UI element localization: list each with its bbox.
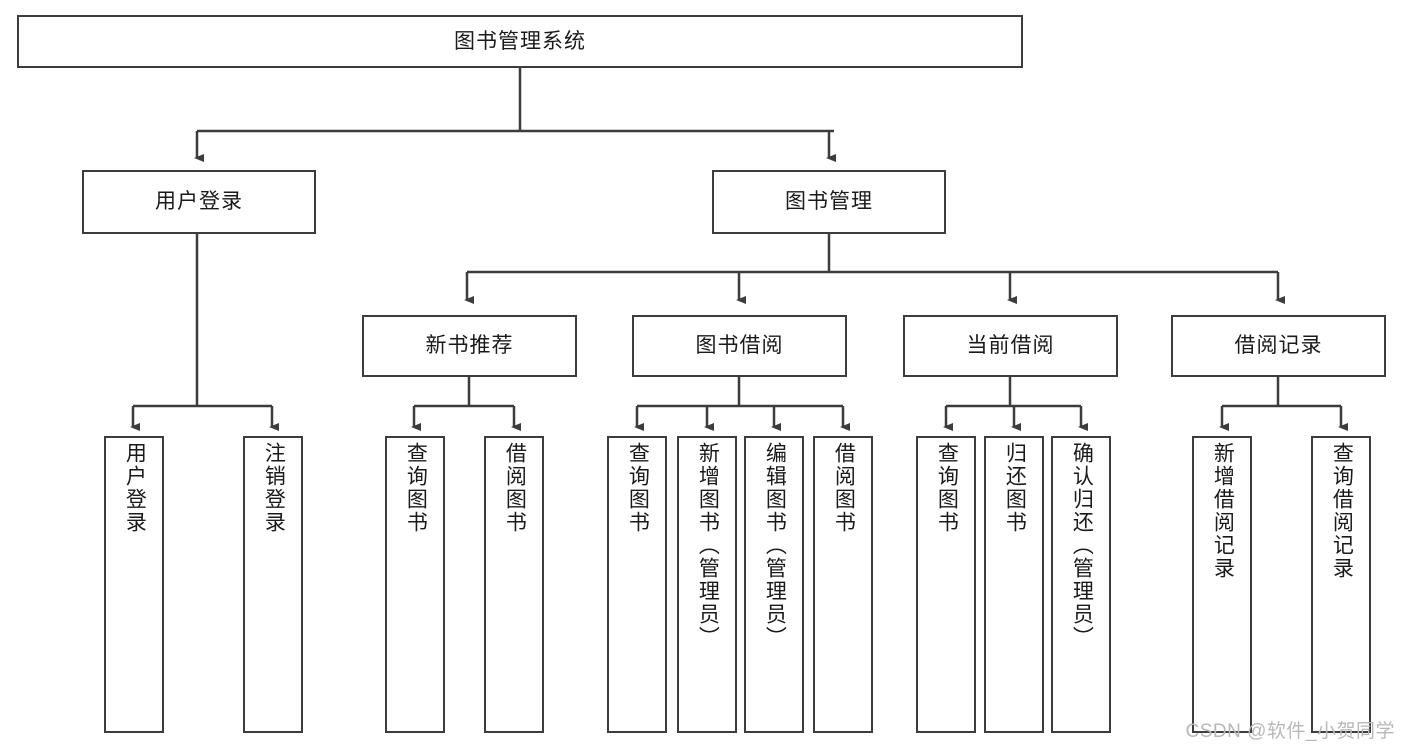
node-label: 确认归还（管理员） — [1070, 442, 1094, 649]
leaf-current-confirm-return-admin[interactable]: 确认归还（管理员） — [1051, 436, 1111, 733]
leaf-record-query-record[interactable]: 查询借阅记录 — [1311, 436, 1371, 733]
node-book-borrow[interactable]: 图书借阅 — [632, 315, 847, 377]
watermark-text: CSDN @软件_小贺同学 — [1185, 721, 1395, 742]
node-borrow-record[interactable]: 借阅记录 — [1171, 315, 1386, 377]
leaf-borrow-borrow-book[interactable]: 借阅图书 — [813, 436, 873, 733]
node-label: 用户登录 — [123, 442, 147, 534]
node-label: 查询图书 — [404, 442, 428, 534]
leaf-recommend-borrow-book[interactable]: 借阅图书 — [484, 436, 544, 733]
node-label: 编辑图书（管理员） — [763, 442, 787, 649]
node-label: 当前借阅 — [966, 334, 1055, 358]
node-user-login[interactable]: 用户登录 — [82, 170, 316, 234]
node-label: 查询图书 — [626, 442, 650, 534]
node-new-book-recommend[interactable]: 新书推荐 — [362, 315, 577, 377]
leaf-current-return-book[interactable]: 归还图书 — [984, 436, 1044, 733]
node-label: 借阅图书 — [503, 442, 527, 534]
node-label: 查询借阅记录 — [1330, 442, 1354, 580]
leaf-recommend-query-book[interactable]: 查询图书 — [385, 436, 445, 733]
leaf-user-login[interactable]: 用户登录 — [104, 436, 164, 733]
node-label: 用户登录 — [155, 190, 243, 214]
node-label: 查询图书 — [935, 442, 959, 534]
leaf-borrow-query-book[interactable]: 查询图书 — [607, 436, 667, 733]
node-label: 注销登录 — [262, 442, 286, 534]
leaf-logout[interactable]: 注销登录 — [243, 436, 303, 733]
node-label: 借阅图书 — [832, 442, 856, 534]
node-label: 图书管理 — [785, 190, 873, 214]
leaf-borrow-add-book-admin[interactable]: 新增图书（管理员） — [677, 436, 737, 733]
node-current-borrow[interactable]: 当前借阅 — [903, 315, 1118, 377]
node-label: 新增借阅记录 — [1211, 442, 1235, 580]
node-label: 图书管理系统 — [454, 29, 586, 53]
node-book-management[interactable]: 图书管理 — [712, 170, 946, 234]
node-label: 新书推荐 — [425, 334, 514, 358]
node-root-system[interactable]: 图书管理系统 — [17, 15, 1023, 68]
leaf-record-add-record[interactable]: 新增借阅记录 — [1192, 436, 1252, 733]
node-label: 借阅记录 — [1234, 334, 1323, 358]
leaf-borrow-edit-book-admin[interactable]: 编辑图书（管理员） — [744, 436, 804, 733]
leaf-current-query-book[interactable]: 查询图书 — [916, 436, 976, 733]
node-label: 图书借阅 — [695, 334, 784, 358]
node-label: 归还图书 — [1003, 442, 1027, 534]
node-label: 新增图书（管理员） — [696, 442, 720, 649]
